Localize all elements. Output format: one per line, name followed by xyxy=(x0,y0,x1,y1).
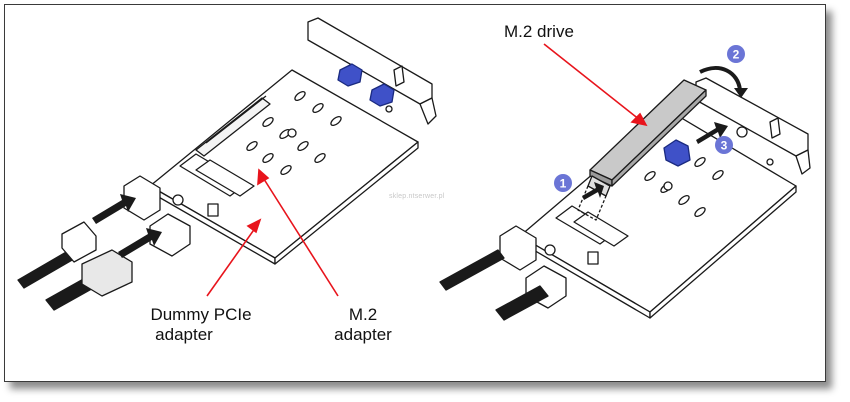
left-insertion-arrows xyxy=(92,194,162,258)
left-illustration xyxy=(17,17,437,311)
left-board-connectors xyxy=(123,175,191,257)
callout-dummy-pcie-arrowhead xyxy=(246,218,262,234)
callout-m2-adapter-arrowhead xyxy=(257,168,270,186)
step-3-badge: 3 xyxy=(715,136,733,154)
m2-adapter-label: M.2 adapter xyxy=(318,305,408,345)
m2-adapter-label-line2: adapter xyxy=(334,325,392,344)
right-components xyxy=(544,244,599,265)
step-3-number: 3 xyxy=(721,139,728,153)
left-cables xyxy=(17,221,133,311)
m2-drive-label: M.2 drive xyxy=(504,22,574,41)
right-mounting-holes xyxy=(644,126,748,218)
motion-arrows xyxy=(582,122,728,200)
left-components xyxy=(172,194,219,217)
callout-m2-drive-arrowhead xyxy=(630,112,648,127)
right-retainer xyxy=(663,139,691,167)
callout-m2-drive-line xyxy=(543,43,641,121)
dummy-pcie-label-line2: adapter xyxy=(155,325,213,344)
left-retainers xyxy=(337,63,395,107)
left-m2-slot xyxy=(179,153,255,197)
callout-dummy-pcie-line xyxy=(206,223,259,297)
m2-adapter-label-line1: M.2 xyxy=(348,305,378,324)
callout-lines xyxy=(206,43,648,297)
rotation-arrow xyxy=(699,66,742,91)
step-1-badge: 1 xyxy=(554,174,572,192)
dummy-pcie-label-line1: Dummy PCIe xyxy=(150,305,252,324)
right-m2-slot xyxy=(555,205,629,247)
watermark: sklep.ntserwer.pl xyxy=(389,193,445,200)
step-2-badge: 2 xyxy=(727,45,745,63)
m2-drive xyxy=(587,79,707,197)
dummy-pcie-adapter-label: Dummy PCIe adapter xyxy=(128,305,274,345)
left-pcie-bracket xyxy=(307,17,437,125)
step-1-number: 1 xyxy=(560,177,567,191)
callout-m2-adapter-line xyxy=(261,175,339,297)
left-mounting-holes xyxy=(246,90,342,176)
right-illustration xyxy=(439,66,811,321)
step-2-number: 2 xyxy=(733,48,740,62)
right-cables xyxy=(439,249,549,321)
